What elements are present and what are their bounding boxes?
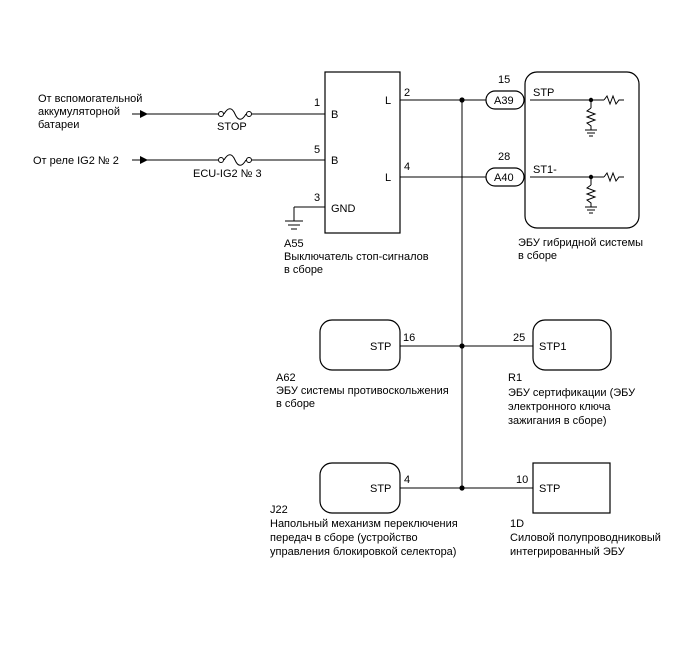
switch-pin-3: 3 [314,192,320,204]
r1-name-line-1: ЭБУ сертификации (ЭБУ [508,387,636,399]
battery-arrow-head [140,110,148,118]
stop-fuse-icon [223,108,247,120]
hybrid-ecu-body [524,71,640,229]
1d-code: 1D [510,518,524,530]
r1-code: R1 [508,372,522,384]
a62-ecu-body [319,319,401,371]
switch-pin-2-label: L [385,95,391,107]
hybrid-ecu-stp-resistor-icon [603,94,624,106]
a62-ecu-stp-label: STP [370,341,391,353]
switch-pin-5: 5 [314,144,320,156]
connector-a40-body [485,167,525,187]
connector-a40-label: A40 [494,172,514,184]
a62-name-line-2: в сборе [276,398,315,410]
switch-pin-2: 2 [404,87,410,99]
connector-a39-body [485,90,525,110]
relay-arrow-head [140,156,148,164]
switch-code: A55 [284,238,304,250]
stop-fuse-label: STOP [217,121,247,133]
junction-dot-1 [459,97,465,103]
1d-ecu: STP 10 [462,462,611,514]
battery-wire: STOP [132,108,325,133]
j22-stp-label: STP [370,483,391,495]
stop-fuse-terminal-left [218,111,224,117]
r1-ecu-pin: 25 [513,332,525,344]
r1-ecu-body [532,319,612,371]
j22-selector: STP 4 [319,462,462,514]
connector-a39-label: A39 [494,95,514,107]
1d-name-line-2: интегрированный ЭБУ [510,546,626,558]
1d-name-line-1: Силовой полупроводниковый [510,532,661,544]
hybrid-ecu-stp-label: STP [533,87,554,99]
j22-code: J22 [270,504,288,516]
hybrid-ecu-st1-resistor-icon [603,171,624,183]
battery-source-label: От вспомогательной аккумуляторной батаре… [38,93,142,131]
r1-name-line-3: зажигания в сборе) [508,415,607,427]
connector-a39: 15 A39 [485,74,525,110]
j22-name-line-1: Напольный механизм переключения [270,518,458,530]
a62-code: A62 [276,372,296,384]
j22-pin: 4 [404,474,410,486]
hybrid-ecu-name-line-1: ЭБУ гибридной системы [518,237,643,249]
switch-pin-1: 1 [314,97,320,109]
switch-name-line-1: Выключатель стоп-сигналов [284,251,429,263]
r1-name-line-2: электронного ключа [508,401,611,413]
j22-name-line-3: управления блокировкой селектора) [270,546,456,558]
relay-source-label: От реле IG2 № 2 [33,155,119,167]
r1-ecu: STP1 25 [462,319,612,371]
stop-light-switch: 1 B 5 B 3 GND L L 2 4 [314,71,410,234]
relay-wire: ECU-IG2 № 3 [132,154,325,180]
hybrid-ecu-st1-label: ST1- [533,164,557,176]
r1-ecu-stp1-label: STP1 [539,341,567,353]
ecu-ig2-fuse-label: ECU-IG2 № 3 [193,168,262,180]
ground-wire [285,206,325,230]
switch-pin-4: 4 [404,161,410,173]
1d-ecu-pin: 10 [516,474,528,486]
a62-ecu: STP 16 [319,319,462,371]
switch-pin-1-label: B [331,109,338,121]
hybrid-ecu-st1-pulldown-resistor-icon [585,184,597,207]
switch-name-line-2: в сборе [284,264,323,276]
1d-ecu-stp-label: STP [539,483,560,495]
ecu-ig2-fuse-terminal-right [246,157,252,163]
hybrid-ecu-name-line-2: в сборе [518,250,557,262]
connector-a39-pin: 15 [498,74,510,86]
connector-a40: 28 A40 [485,151,525,187]
j22-name-line-2: передач в сборе (устройство [270,532,418,544]
stop-light-switch-body [324,71,401,234]
hybrid-ecu-stp-pulldown-resistor-icon [585,107,597,130]
switch-pin-3-label: GND [331,203,356,215]
connector-a40-pin: 28 [498,151,510,163]
stop-fuse-terminal-right [246,111,252,117]
battery-source-line-2: аккумуляторной [38,106,120,118]
hybrid-ecu: STP ST1- [524,71,640,229]
ecu-ig2-fuse-icon [223,154,247,166]
a62-ecu-pin: 16 [403,332,415,344]
a62-name-line-1: ЭБУ системы противоскольжения [276,385,449,397]
battery-source-line-3: батареи [38,119,79,131]
battery-source-line-1: От вспомогательной [38,93,142,105]
1d-ecu-body [532,462,611,514]
ecu-ig2-fuse-terminal-left [218,157,224,163]
switch-pin-4-label: L [385,172,391,184]
switch-pin-5-label: B [331,155,338,167]
